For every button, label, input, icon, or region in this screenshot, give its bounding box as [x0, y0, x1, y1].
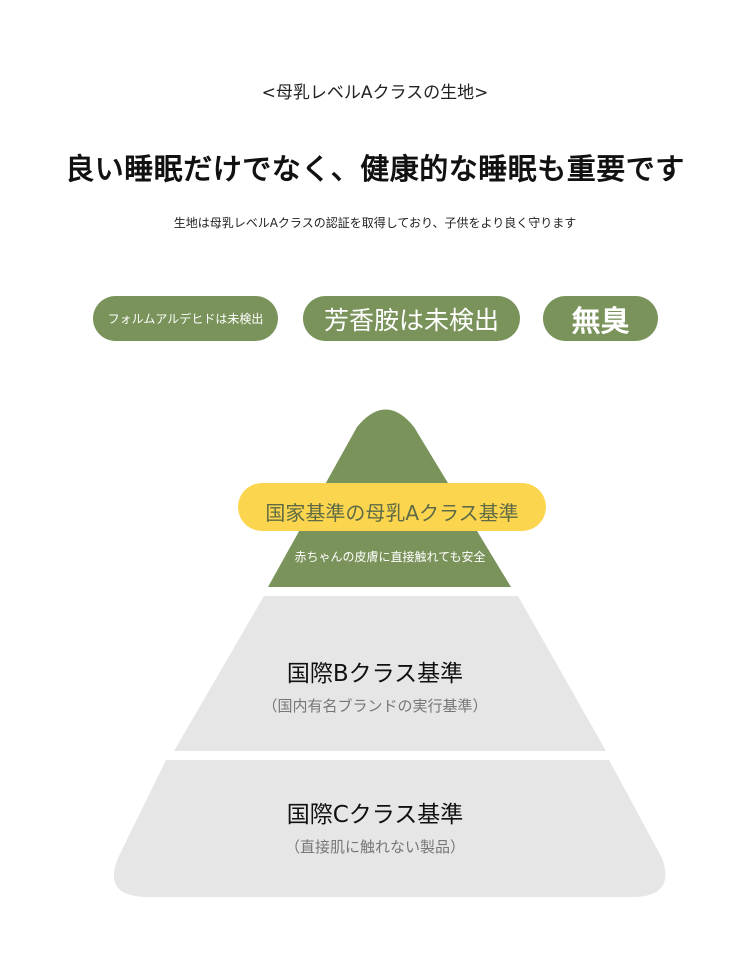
- section-description: 生地は母乳レベルAクラスの認証を取得しており、子供をより良く守ります: [173, 216, 577, 230]
- badge-odorless: 無臭: [543, 296, 658, 341]
- tier-c-subtitle: （直接肌に触れない製品）: [284, 838, 465, 856]
- tier-a-highlight: [238, 483, 546, 531]
- tier-a-title: 国家基準の母乳Aクラス基準: [265, 501, 519, 525]
- tier-a-subtitle: 赤ちゃんの皮膚に直接触れても安全: [294, 550, 486, 564]
- pyramid-tier-c: [113, 760, 666, 897]
- badge-aromatic-amine: 芳香胺は未検出: [303, 296, 520, 341]
- tier-c-title: 国際Cクラス基準: [286, 802, 464, 828]
- badge-formaldehyde: フォルムアルデヒドは未検出: [93, 296, 278, 341]
- page-headline: 良い睡眠だけでなく、健康的な睡眠も重要です: [65, 152, 685, 186]
- tier-b-subtitle: （国内有名ブランドの実行基準）: [262, 697, 488, 715]
- section-subtitle: <母乳レベルAクラスの生地>: [261, 83, 489, 103]
- tier-b-title: 国際Bクラス基準: [286, 661, 464, 687]
- pyramid-tier-b: [174, 596, 606, 751]
